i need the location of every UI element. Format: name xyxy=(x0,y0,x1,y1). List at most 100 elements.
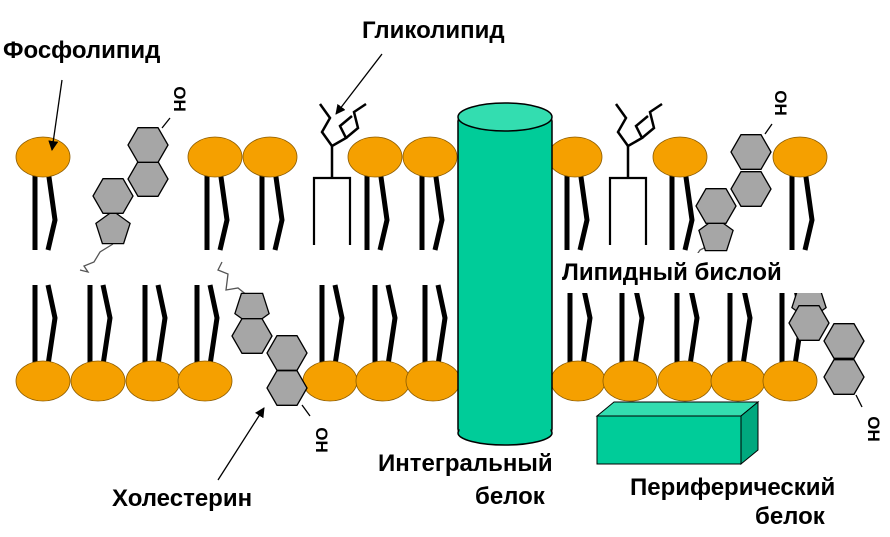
sugar-chain xyxy=(641,102,663,139)
phospholipid xyxy=(602,360,658,402)
cholesterol: OH xyxy=(79,86,189,274)
peripheral-protein-front xyxy=(596,415,742,465)
phospholipid xyxy=(15,136,71,178)
fatty-acid-tail xyxy=(100,284,113,366)
cholesterol: OH xyxy=(217,261,331,453)
phospholipid xyxy=(550,360,606,402)
phospholipid-label: Фосфолипид xyxy=(3,37,160,64)
cholesterol-molecules: OH OH OH OH xyxy=(79,86,883,453)
phospholipid xyxy=(177,360,233,402)
hexagon-ring xyxy=(695,188,737,224)
hydroxyl-bond xyxy=(764,123,773,135)
fatty-acid-tail xyxy=(45,284,58,366)
glycolipid-tails xyxy=(312,176,352,245)
fatty-acid-tail xyxy=(577,169,590,251)
pentagon-ring xyxy=(698,217,734,252)
glycolipid-arrow xyxy=(335,53,383,115)
cholesterol: OH xyxy=(681,90,790,263)
hydrocarbon-tail xyxy=(79,243,114,274)
peripheral-protein xyxy=(595,400,760,466)
integral-protein-label-line1: Интегральный xyxy=(378,450,553,477)
phospholipid xyxy=(70,360,126,402)
fatty-acid-tail xyxy=(682,169,695,251)
hexagon-ring xyxy=(231,318,273,354)
phospholipid-head xyxy=(602,360,658,402)
fatty-acid-tail xyxy=(377,169,390,251)
integral-protein-body xyxy=(457,116,553,434)
hexagon-ring xyxy=(92,178,134,214)
peripheral-protein-label-line2: белок xyxy=(755,503,826,530)
phospholipid xyxy=(402,136,458,178)
fatty-acid-tail xyxy=(385,284,398,366)
phospholipid xyxy=(762,360,818,402)
fatty-acid-tail xyxy=(332,284,345,366)
sugar-chain xyxy=(345,102,367,139)
sugar-chain xyxy=(614,103,630,147)
fatty-acid-tail xyxy=(272,169,285,251)
phospholipid-head xyxy=(177,360,233,402)
pentagon-ring xyxy=(234,292,270,327)
phospholipid-head xyxy=(15,136,71,178)
integral-protein-top xyxy=(457,102,553,132)
fatty-acid-tail xyxy=(435,284,448,366)
sugar-chain xyxy=(330,115,353,178)
phospholipid-head xyxy=(70,360,126,402)
integral-protein-label-line2: белок xyxy=(475,483,546,510)
cholesterol: OH xyxy=(788,279,883,442)
glycolipid xyxy=(608,102,663,245)
phospholipid xyxy=(710,360,766,402)
hexagon-ring xyxy=(127,127,169,163)
phospholipid xyxy=(772,136,828,178)
integral-protein xyxy=(457,102,553,446)
hydroxyl-bond xyxy=(855,394,863,408)
phospholipid-head xyxy=(302,360,358,402)
hexagon-ring xyxy=(823,359,865,395)
fatty-acid-tail xyxy=(207,284,220,366)
phospholipid-head xyxy=(402,136,458,178)
glycolipid xyxy=(312,102,367,245)
lipid-bilayer-label: Липидный бислой xyxy=(562,259,782,286)
phospholipid xyxy=(187,136,243,178)
peripheral-protein-top xyxy=(595,401,760,417)
phospholipid-head xyxy=(772,136,828,178)
hexagon-ring xyxy=(823,323,865,359)
fatty-acid-tail xyxy=(155,284,168,366)
hydrocarbon-tail xyxy=(217,261,249,297)
sugar-chain xyxy=(626,115,649,178)
phospholipid-head xyxy=(242,136,298,178)
sugar-chain xyxy=(318,103,334,147)
glycolipid-tails xyxy=(608,176,648,245)
peripheral-protein-label-line1: Периферический xyxy=(630,474,835,501)
phospholipid-head xyxy=(15,360,71,402)
phospholipid xyxy=(242,136,298,178)
fatty-acid-tail xyxy=(580,284,593,366)
pentagon-ring xyxy=(95,210,131,245)
phospholipid-head xyxy=(550,360,606,402)
phospholipid-head xyxy=(710,360,766,402)
cholesterol-arrow xyxy=(217,407,265,481)
phospholipid xyxy=(347,136,403,178)
phospholipid-head xyxy=(405,360,461,402)
phospholipid xyxy=(547,136,603,178)
phospholipid xyxy=(405,360,461,402)
phospholipid-arrow xyxy=(48,79,63,151)
fatty-acid-tail xyxy=(45,169,58,251)
glycolipids xyxy=(312,102,663,245)
fatty-acid-tail xyxy=(740,284,753,366)
glycolipid-label: Гликолипид xyxy=(362,17,505,44)
hexagon-ring xyxy=(788,305,830,341)
hydroxyl-label: OH xyxy=(312,427,331,453)
fatty-acid-tail xyxy=(217,169,230,251)
phospholipid xyxy=(652,136,708,178)
hydroxyl-label: OH xyxy=(864,416,883,442)
phospholipid-head xyxy=(652,136,708,178)
hydroxyl-label: OH xyxy=(170,86,189,112)
phospholipid-head xyxy=(762,360,818,402)
lower-leaflet-heads xyxy=(15,360,818,402)
hydroxyl-label: OH xyxy=(771,90,790,116)
hydroxyl-bond xyxy=(301,404,311,417)
cholesterol-label: Холестерин xyxy=(112,485,252,512)
phospholipid xyxy=(302,360,358,402)
fatty-acid-tail xyxy=(632,284,645,366)
